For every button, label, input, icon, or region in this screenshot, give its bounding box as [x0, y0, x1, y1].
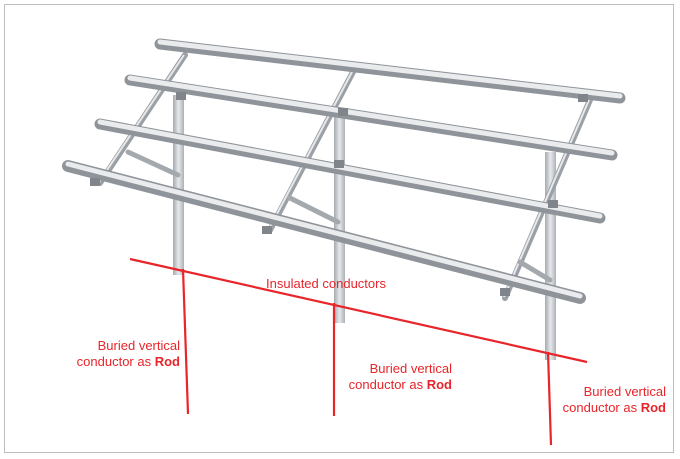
rod-label-2-bold: Rod [426, 377, 452, 392]
rod-label-3-prefix: conductor as [562, 400, 641, 415]
insulated-conductors-label: Insulated conductors [266, 276, 386, 291]
rod-label-3-line1: Buried vertical [583, 384, 666, 399]
rod-label-2-line2: conductor as Rod [330, 377, 452, 393]
rod-label-1-bold: Rod [154, 354, 180, 369]
rod-label-1-prefix: conductor as [76, 354, 155, 369]
rod-label-2: Buried vertical conductor as Rod [330, 361, 452, 393]
rod-label-1: Buried vertical conductor as Rod [68, 338, 180, 370]
buried-rod-line-1 [181, 268, 190, 415]
purlin-rails [62, 38, 626, 304]
insulated-conductor-line [129, 257, 588, 364]
rod-label-1-line1: Buried vertical [97, 338, 180, 353]
support-posts [173, 95, 556, 360]
grounding-conductors [129, 257, 588, 446]
rod-label-2-prefix: conductor as [348, 377, 427, 392]
rod-label-3-line2: conductor as Rod [548, 400, 666, 416]
rod-label-3-bold: Rod [640, 400, 666, 415]
diagonal-braces [125, 149, 553, 283]
rail-clamps [90, 92, 588, 296]
rod-label-3: Buried vertical conductor as Rod [548, 384, 666, 416]
rod-label-1-line2: conductor as Rod [68, 354, 180, 370]
buried-rod-line-3 [546, 351, 553, 446]
rod-label-2-line1: Buried vertical [369, 361, 452, 376]
